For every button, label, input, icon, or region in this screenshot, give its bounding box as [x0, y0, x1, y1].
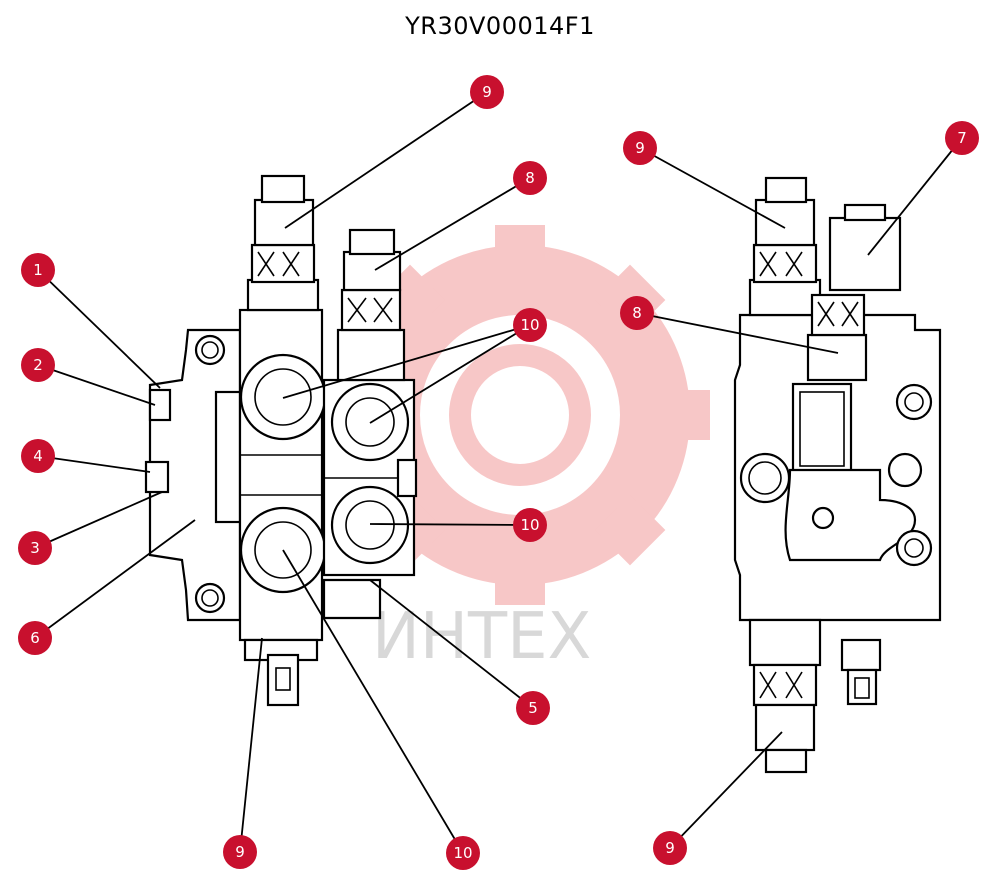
callout-label: 1 — [33, 261, 43, 279]
leader-lines — [34, 91, 963, 854]
diagram-title: YR30V00014F1 — [405, 12, 595, 40]
callout-marker: 8 — [513, 161, 547, 195]
callout-marker: 2 — [21, 348, 55, 382]
callout-marker: 4 — [21, 439, 55, 473]
callouts: 9 8 10 1 2 4 3 10 6 5 9 10 9 7 8 9 — [18, 75, 979, 870]
callout-marker: 3 — [18, 531, 52, 565]
callout-label: 9 — [635, 139, 645, 157]
callout-marker: 10 — [513, 308, 547, 342]
callout-marker: 10 — [446, 836, 480, 870]
callout-label: 10 — [520, 516, 539, 534]
callout-label: 2 — [33, 356, 43, 374]
callout-label: 10 — [453, 844, 472, 862]
callout-marker: 9 — [223, 835, 257, 869]
callout-label: 9 — [235, 843, 245, 861]
callout-label: 9 — [482, 83, 492, 101]
callout-marker: 10 — [513, 508, 547, 542]
callout-marker: 9 — [653, 831, 687, 865]
callout-label: 5 — [528, 699, 538, 717]
watermark-text: ИНТЕХ — [372, 600, 591, 674]
callout-marker: 6 — [18, 621, 52, 655]
callout-label: 8 — [525, 169, 535, 187]
callout-label: 4 — [33, 447, 43, 465]
callout-label: 10 — [520, 316, 539, 334]
callout-label: 8 — [632, 304, 642, 322]
callout-marker: 5 — [516, 691, 550, 725]
callout-marker: 7 — [945, 121, 979, 155]
callout-label: 3 — [30, 539, 40, 557]
callout-label: 6 — [30, 629, 40, 647]
left-valve-view — [144, 174, 418, 707]
callout-label: 9 — [665, 839, 675, 857]
callout-marker: 9 — [623, 131, 657, 165]
callout-marker: 8 — [620, 296, 654, 330]
callout-marker: 9 — [470, 75, 504, 109]
right-valve-view — [733, 176, 942, 774]
callout-marker: 1 — [21, 253, 55, 287]
callout-label: 7 — [957, 129, 967, 147]
